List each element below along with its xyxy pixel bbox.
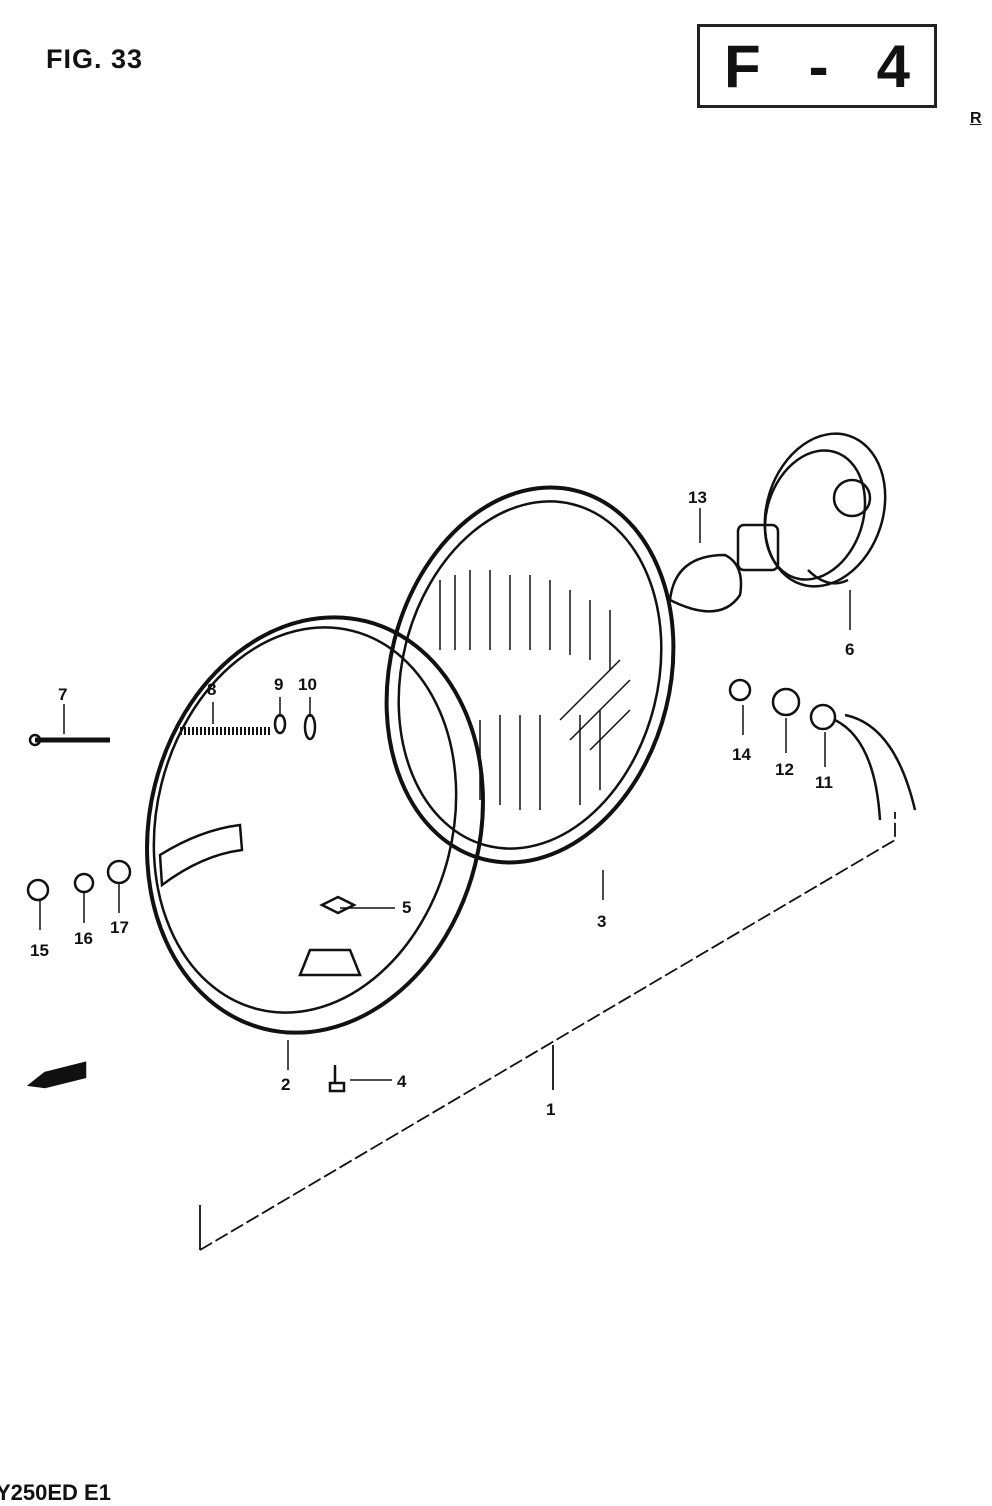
part-label-2: 2 — [281, 1075, 290, 1094]
bulb-part — [668, 523, 780, 613]
section-letter: F — [723, 32, 761, 100]
part-label-9: 9 — [274, 675, 283, 694]
part-label-5: 5 — [402, 898, 411, 917]
part-label-12: 12 — [775, 760, 794, 779]
part-label-8: 8 — [207, 680, 216, 699]
part-label-17: 17 — [110, 918, 129, 937]
section-code-box: F - 4 — [697, 24, 937, 108]
part-label-10: 10 — [298, 675, 317, 694]
part-label-1: 1 — [546, 1100, 555, 1119]
part-label-14: 14 — [732, 745, 751, 764]
part-label-11: 11 — [815, 773, 833, 792]
housing-part — [763, 432, 887, 588]
leader-lines — [39, 508, 851, 1081]
assembly-bracket — [199, 812, 896, 1251]
part-label-6: 6 — [845, 640, 854, 659]
part-label-15: 15 — [30, 941, 49, 960]
section-number: 4 — [876, 32, 910, 100]
part-label-3: 3 — [597, 912, 606, 931]
figure-label: FIG. 33 — [46, 44, 144, 74]
part-label-13: 13 — [688, 488, 707, 507]
front-arrow-icon — [26, 1061, 87, 1089]
part-label-4: 4 — [397, 1072, 407, 1091]
section-dash: - — [808, 32, 829, 100]
edge-mark: R — [970, 110, 982, 127]
rim-part — [145, 615, 485, 1035]
part-label-7: 7 — [58, 685, 67, 704]
part-label-16: 16 — [74, 929, 93, 948]
lens-part — [384, 485, 676, 865]
